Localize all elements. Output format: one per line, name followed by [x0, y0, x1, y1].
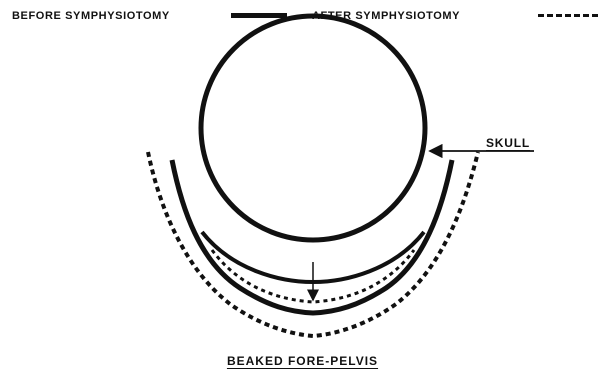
skull-label: SKULL: [486, 136, 530, 150]
skull-circle: [201, 16, 425, 240]
pelvis-outline-after: [148, 152, 478, 336]
figure-caption: BEAKED FORE-PELVIS: [0, 354, 605, 368]
